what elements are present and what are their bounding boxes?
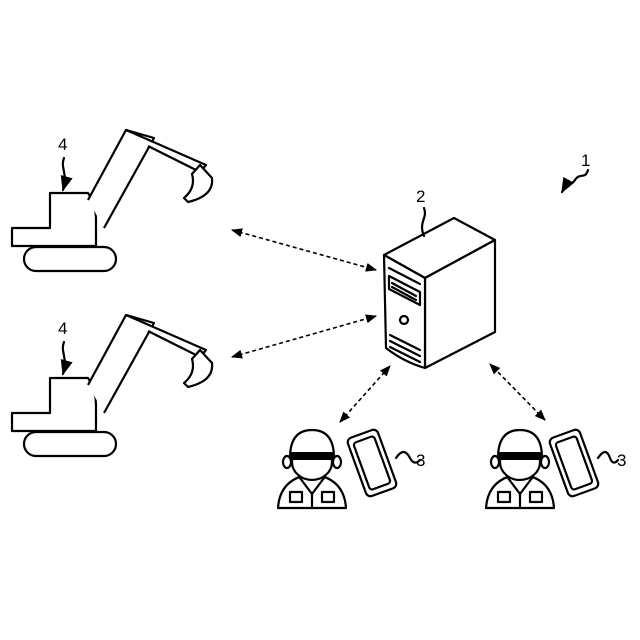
excavator-top: 4 <box>12 130 212 271</box>
terminal-ref-leader-right <box>598 452 618 463</box>
machine-ref-label-bottom: 4 <box>58 319 67 338</box>
pocket <box>498 492 510 502</box>
ear <box>541 456 549 468</box>
machine-ref-leader-top <box>63 158 65 190</box>
worker-left: 3 <box>278 428 425 508</box>
link-terminal-left-server <box>340 366 390 422</box>
crawler-track <box>24 247 116 271</box>
server: 2 <box>384 187 495 368</box>
pocket <box>530 492 542 502</box>
terminal-ref-label-right: 3 <box>617 451 626 470</box>
machine-ref-leader-bottom <box>63 342 65 374</box>
terminal-ref-label-left: 3 <box>416 451 425 470</box>
server-ref-label: 2 <box>416 187 425 206</box>
system-reference: 1 <box>562 151 590 192</box>
cap-brim <box>498 452 542 460</box>
system-ref-leader <box>562 170 588 192</box>
cap-brim <box>290 452 334 460</box>
ear <box>491 456 499 468</box>
ear <box>283 456 291 468</box>
pocket <box>322 492 334 502</box>
pocket <box>290 492 302 502</box>
ear <box>333 456 341 468</box>
machine-ref-label-top: 4 <box>58 135 67 154</box>
link-excavator-bottom-server <box>232 316 376 357</box>
upper-body <box>12 378 96 431</box>
power-button <box>400 316 408 324</box>
boom <box>88 315 154 413</box>
terminal-device <box>346 428 397 497</box>
upper-body <box>12 193 96 246</box>
bucket <box>184 350 212 387</box>
boom <box>88 130 154 228</box>
crawler-track <box>24 432 116 456</box>
server-ref-leader <box>422 208 425 236</box>
excavator-bottom: 4 <box>12 315 212 456</box>
terminal-device <box>548 428 599 497</box>
system-ref-label: 1 <box>581 151 590 170</box>
link-excavator-top-server <box>232 230 376 270</box>
bucket <box>184 165 212 202</box>
link-terminal-right-server <box>490 364 545 420</box>
worker-right: 3 <box>486 428 626 508</box>
